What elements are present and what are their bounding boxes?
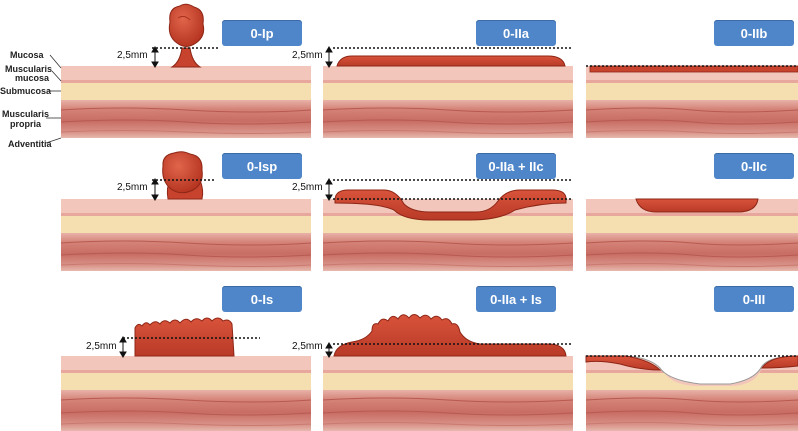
arrow-icon <box>152 47 158 67</box>
measure-label: 2,5mm <box>117 182 148 193</box>
arrow-icon <box>152 179 158 200</box>
type-badge-0-isp: 0-Isp <box>222 153 302 179</box>
lesion-0-isp <box>163 152 203 199</box>
lesion-0-iic <box>636 199 758 212</box>
label-muscularis-propria-2: propria <box>10 119 41 129</box>
tissue-strip <box>323 356 573 431</box>
tissue-strip <box>61 356 311 431</box>
label-mucosa: Mucosa <box>10 50 44 60</box>
type-badge-0-iia: 0-IIa <box>476 20 556 46</box>
measure-label: 2,5mm <box>117 50 148 61</box>
type-badge-0-iii: 0-III <box>714 286 794 312</box>
arrow-icon <box>326 47 332 67</box>
arrow-icon <box>326 343 332 357</box>
lesion-0-iib <box>590 66 798 72</box>
type-badge-0-iib: 0-IIb <box>714 20 794 46</box>
type-badge-0-is: 0-Is <box>222 286 302 312</box>
measure-label: 2,5mm <box>292 341 323 352</box>
arrow-icon <box>120 337 126 357</box>
lesion-0-ip <box>169 4 203 67</box>
type-badge-0-iic: 0-IIc <box>714 153 794 179</box>
arrow-icon <box>326 179 332 200</box>
lesion-0-iia <box>337 56 565 66</box>
lesion-0-iia-is <box>334 315 566 357</box>
label-adventitia: Adventitia <box>8 139 52 149</box>
label-muscularis-mucosa-2: mucosa <box>15 73 49 83</box>
tissue-strip <box>323 199 573 271</box>
tissue-strip <box>61 66 311 138</box>
tissue-strip <box>323 66 573 138</box>
tissue-strip <box>586 66 798 138</box>
measure-label: 2,5mm <box>292 182 323 193</box>
type-badge-0-iia-is: 0-IIa + Is <box>476 286 556 312</box>
measure-label: 2,5mm <box>292 50 323 61</box>
tissue-strip <box>61 199 311 271</box>
measure-label: 2,5mm <box>86 341 117 352</box>
label-submucosa: Submucosa <box>0 86 51 96</box>
lesion-0-is <box>135 318 234 356</box>
type-badge-0-ip: 0-Ip <box>222 20 302 46</box>
type-badge-0-iia-iic: 0-IIa + IIc <box>476 153 556 179</box>
label-muscularis-propria-1: Muscularis <box>2 109 49 119</box>
